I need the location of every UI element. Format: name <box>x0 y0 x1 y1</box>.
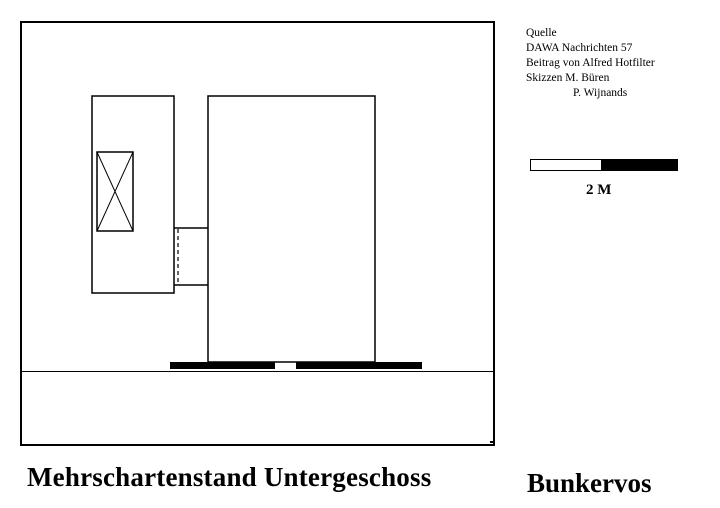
drawing-frame <box>20 21 495 446</box>
connecting-passage <box>174 227 208 286</box>
crossed-box-symbol <box>96 151 134 232</box>
source-publication: DAWA Nachrichten 57 <box>526 42 633 54</box>
source-heading: Quelle <box>526 27 557 39</box>
source-second-author: P. Wijnands <box>573 87 628 99</box>
scale-bar <box>530 159 678 171</box>
side-room <box>91 95 175 294</box>
source-article-author: Beitrag von Alfred Hotfilter <box>526 57 655 69</box>
frame-corner-tick <box>490 441 494 443</box>
source-sketches-author: Skizzen M. Büren <box>526 72 610 84</box>
scale-bar-filled-segment <box>601 160 677 170</box>
base-slab-left <box>170 362 275 369</box>
scale-label: 2 M <box>586 182 612 198</box>
brand-name: Bunkervos <box>527 468 652 498</box>
base-slab-right <box>296 362 422 369</box>
drawing-title: Mehrschartenstand Untergeschoss <box>27 462 432 492</box>
main-room <box>207 95 376 363</box>
source-credits: Quelle DAWA Nachrichten 57 Beitrag von A… <box>526 26 655 101</box>
ground-line <box>22 371 493 372</box>
